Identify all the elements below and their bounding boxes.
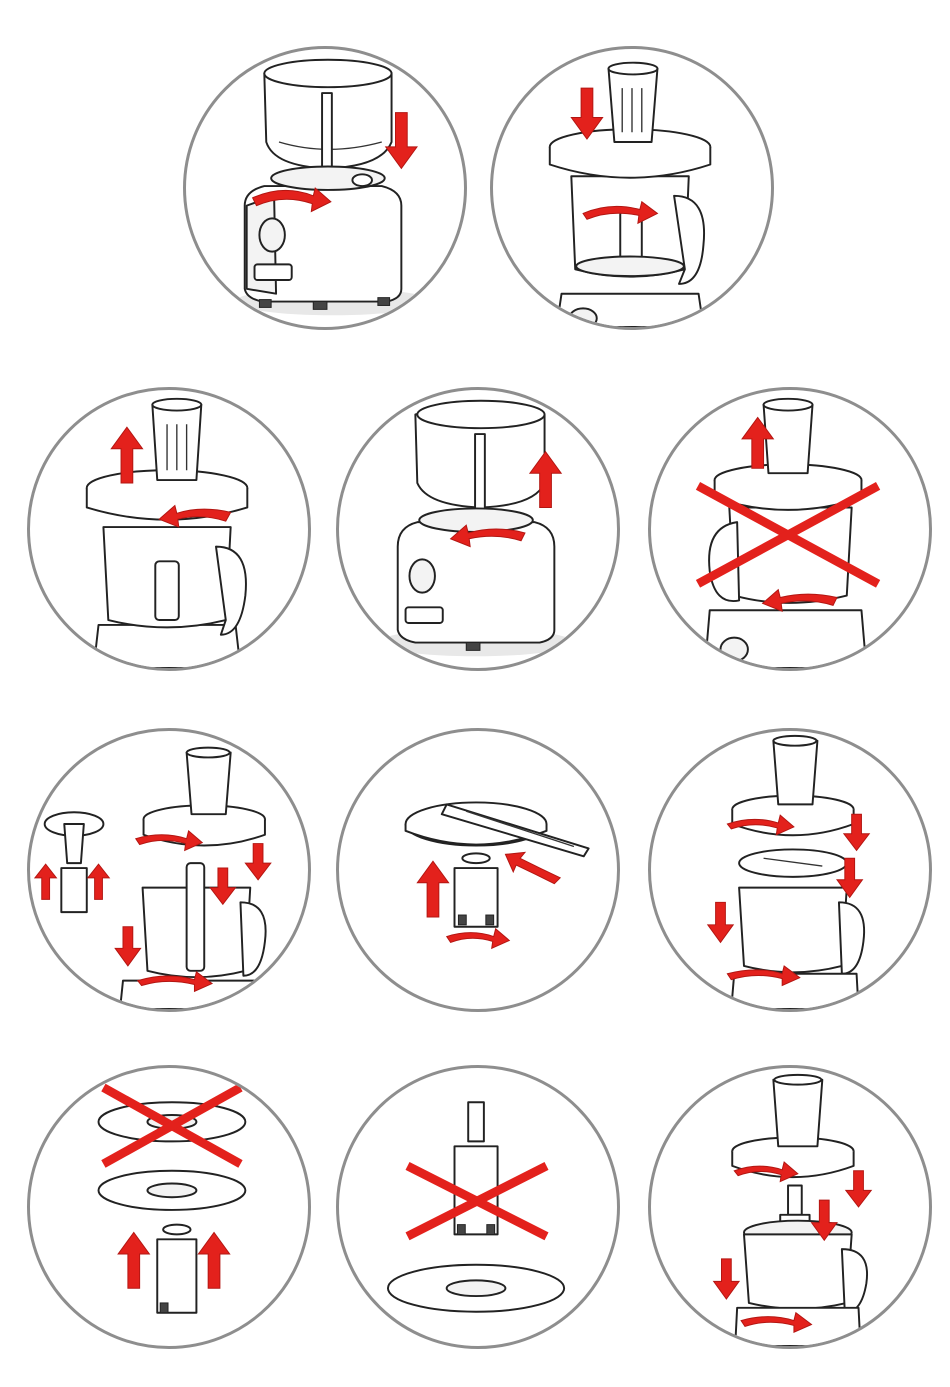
step-10-illustration [339, 1068, 617, 1346]
bowl-icon [103, 527, 246, 635]
motor-base-icon [557, 294, 704, 327]
step-4-panel [336, 387, 620, 671]
feed-tube-lid-icon [715, 399, 862, 510]
step-9-panel [27, 1065, 311, 1349]
feed-tube-lid-icon [144, 748, 265, 846]
step-7-illustration [339, 731, 617, 1009]
bowl-icon [264, 60, 391, 190]
disc-holder-icon [455, 853, 498, 926]
step-4-illustration [339, 390, 617, 668]
step-1-illustration [186, 49, 464, 327]
motor-base-icon [398, 522, 555, 650]
slicing-disc-icon [406, 802, 589, 856]
step-5-illustration [651, 390, 929, 668]
step-3-panel [27, 387, 311, 671]
step-2-panel [490, 46, 774, 330]
step-6-illustration [30, 731, 308, 1009]
feed-tube-lid-icon [87, 399, 248, 520]
bowl-icon [571, 176, 704, 284]
disc-holder-icon [157, 1225, 196, 1313]
step-10-panel [336, 1065, 620, 1349]
blade-holder-icon [35, 812, 109, 912]
motor-base-icon [94, 625, 241, 668]
step-7-panel [336, 728, 620, 1012]
step-8-illustration [651, 731, 929, 1009]
step-5-panel [648, 387, 932, 671]
bowl-icon [731, 888, 864, 1009]
step-6-panel [27, 728, 311, 1012]
slicing-disc-icon [739, 849, 847, 876]
bowl-icon [120, 863, 267, 1009]
bowl-icon [415, 401, 544, 532]
motor-base-icon [705, 610, 867, 668]
step-2-illustration [493, 49, 771, 327]
step-1-panel [183, 46, 467, 330]
step-9-illustration [30, 1068, 308, 1346]
disc-holder-icon [455, 1102, 498, 1234]
step-3-illustration [30, 390, 308, 668]
step-11-illustration [651, 1068, 929, 1346]
step-11-panel [648, 1065, 932, 1349]
feed-tube-lid-icon [732, 1075, 853, 1177]
emulsifying-disc-icon [388, 1265, 564, 1312]
rotate-arrow-icon [447, 929, 510, 949]
step-8-panel [648, 728, 932, 1012]
